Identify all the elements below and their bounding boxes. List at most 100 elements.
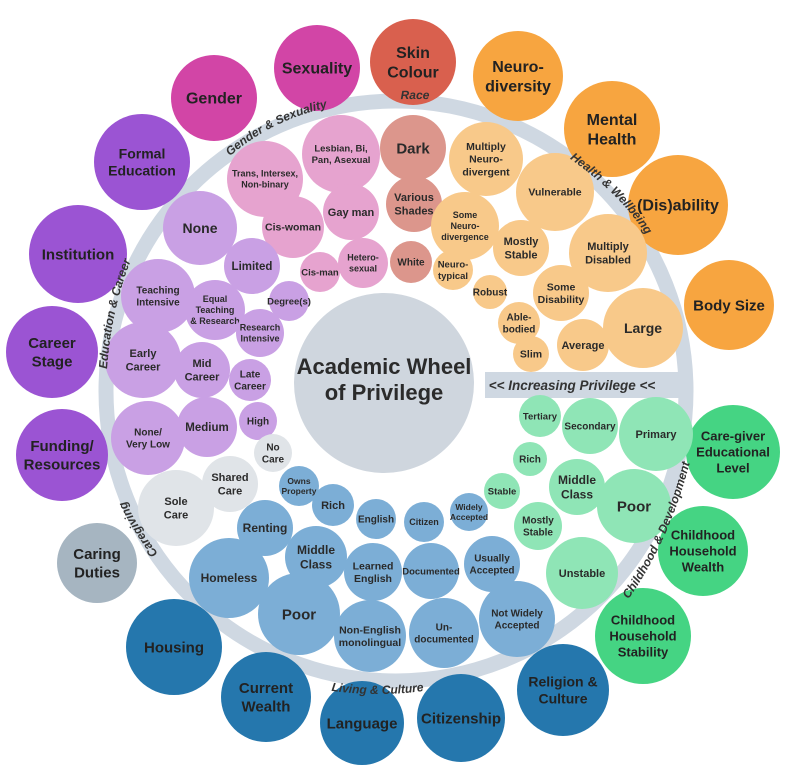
item-circle <box>356 499 396 539</box>
item-circle <box>380 115 446 181</box>
item-english: English <box>356 499 396 539</box>
item-circle <box>433 250 473 290</box>
category-circle <box>628 155 728 255</box>
item-funding-high: High <box>239 402 277 440</box>
item-circle <box>484 473 520 509</box>
item-limited: Limited <box>224 238 280 294</box>
category-funding-resources: Funding/Resources <box>16 409 108 501</box>
category-label: Institution <box>42 246 114 263</box>
category-circle <box>320 681 404 765</box>
category-circle <box>595 588 691 684</box>
category-circle <box>57 523 137 603</box>
item-circle <box>177 397 237 457</box>
item-circle <box>236 309 284 357</box>
category-religion-culture: Religion &Culture <box>517 644 609 736</box>
item-label: Primary <box>636 429 678 441</box>
item-circle <box>498 302 540 344</box>
item-circle <box>334 600 406 672</box>
item-label: Rich <box>321 500 345 512</box>
item-circle <box>473 275 507 309</box>
item-circle <box>449 122 523 196</box>
item-circle <box>619 397 693 471</box>
center-title-line-1: Academic Wheel <box>297 354 472 379</box>
category-circle <box>274 25 360 111</box>
item-label: Secondary <box>564 422 616 433</box>
item-gay-man: Gay man <box>323 184 379 240</box>
increasing-privilege-label: << Increasing Privilege << <box>489 378 656 393</box>
item-label: Homeless <box>201 571 258 585</box>
category-circle <box>658 506 748 596</box>
item-circle <box>404 502 444 542</box>
category-disability: (Dis)ability <box>628 155 728 255</box>
item-label: Medium <box>185 422 228 434</box>
category-circle <box>517 644 609 736</box>
item-circle <box>254 434 292 472</box>
category-label: (Dis)ability <box>637 198 719 215</box>
item-label: English <box>358 515 394 526</box>
item-circle <box>519 395 561 437</box>
item-circle <box>390 241 432 283</box>
item-label: Un-documented <box>414 622 473 645</box>
item-label: Slim <box>520 349 542 361</box>
item-circle <box>516 153 594 231</box>
item-label: Tertiary <box>523 411 558 422</box>
category-citizenship: Citizenship <box>417 674 505 762</box>
item-circle <box>258 573 340 655</box>
category-body-size: Body Size <box>684 260 774 350</box>
item-robust: Robust <box>473 275 508 309</box>
item-funding-medium: Medium <box>177 397 237 457</box>
ring-label-living-culture: Living & Culture <box>331 680 425 697</box>
category-circle <box>16 409 108 501</box>
item-homeless: Homeless <box>189 538 269 618</box>
item-circle <box>285 526 347 588</box>
item-childhood-rich: Rich <box>513 442 547 476</box>
item-funding-none-very-low: None/Very Low <box>111 401 185 475</box>
item-circle <box>546 537 618 609</box>
item-label: Vulnerable <box>528 187 581 199</box>
ring-label-race: Race <box>400 88 429 102</box>
item-circle <box>450 493 488 531</box>
item-circle <box>344 543 402 601</box>
item-circle <box>562 398 618 454</box>
item-circle <box>269 281 309 321</box>
item-circle <box>300 252 340 292</box>
item-circle <box>189 538 269 618</box>
item-label: Robust <box>473 288 508 299</box>
item-undocumented: Un-documented <box>409 598 479 668</box>
item-education-none: None <box>163 191 237 265</box>
category-gender: Gender <box>171 55 257 141</box>
item-circle <box>479 581 555 657</box>
category-circle <box>126 599 222 695</box>
item-circle <box>239 402 277 440</box>
category-sexuality: Sexuality <box>274 25 360 111</box>
category-institution: Institution <box>29 205 127 303</box>
category-language: Language <box>320 681 404 765</box>
item-documented: Documented <box>402 543 460 599</box>
category-label: Sexuality <box>282 61 352 78</box>
category-label: Gender <box>186 91 242 108</box>
